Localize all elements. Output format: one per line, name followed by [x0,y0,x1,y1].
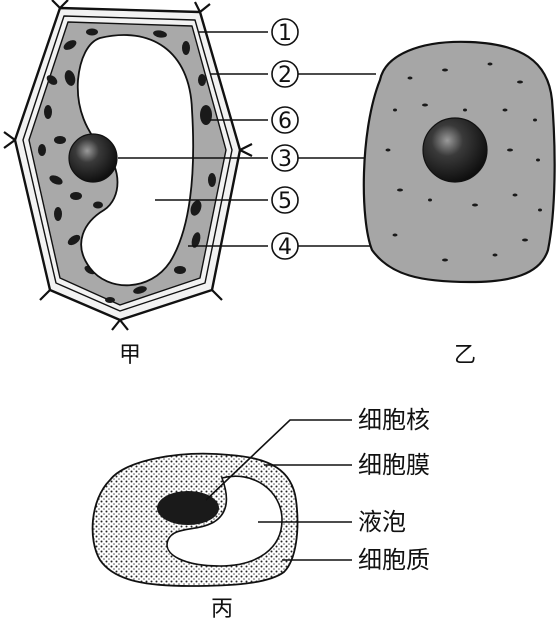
svg-text:3: 3 [278,147,292,172]
caption-bing: 丙 [211,597,233,622]
nucleus [157,491,219,525]
caption-jia: 甲 [119,343,141,368]
number-labels-jia: 1 2 6 3 5 4 [271,18,299,260]
leader-lines-bing [205,419,352,561]
nucleus [422,117,488,183]
label-4: 4 [271,232,299,260]
vacuole [166,475,283,567]
label-cytoplasm: 细胞质 [358,546,430,574]
caption-yi: 乙 [454,343,476,368]
svg-text:6: 6 [278,109,292,134]
vacuole [76,34,195,287]
label-vacuole: 液泡 [358,508,406,536]
leader-lines-jia [118,31,268,247]
svg-text:4: 4 [278,235,292,260]
label-2: 2 [271,60,299,88]
label-nucleus: 细胞核 [358,406,430,434]
label-5: 5 [271,186,299,214]
label-6: 6 [271,106,299,134]
animal-cell-yi [362,40,556,284]
plant-cell-jia [3,0,253,331]
granules [385,62,542,262]
schematic-cell-bing [91,452,299,587]
svg-text:1: 1 [278,21,292,46]
label-1: 1 [271,18,299,46]
chloroplasts [38,28,216,303]
wall-corner-tips [3,0,253,331]
svg-text:2: 2 [278,63,292,88]
svg-text:5: 5 [278,189,292,214]
nucleus [68,133,118,183]
label-3: 3 [271,144,299,172]
text-labels-bing: 细胞核 细胞膜 液泡 细胞质 [358,406,430,574]
label-cell-membrane: 细胞膜 [358,451,430,479]
